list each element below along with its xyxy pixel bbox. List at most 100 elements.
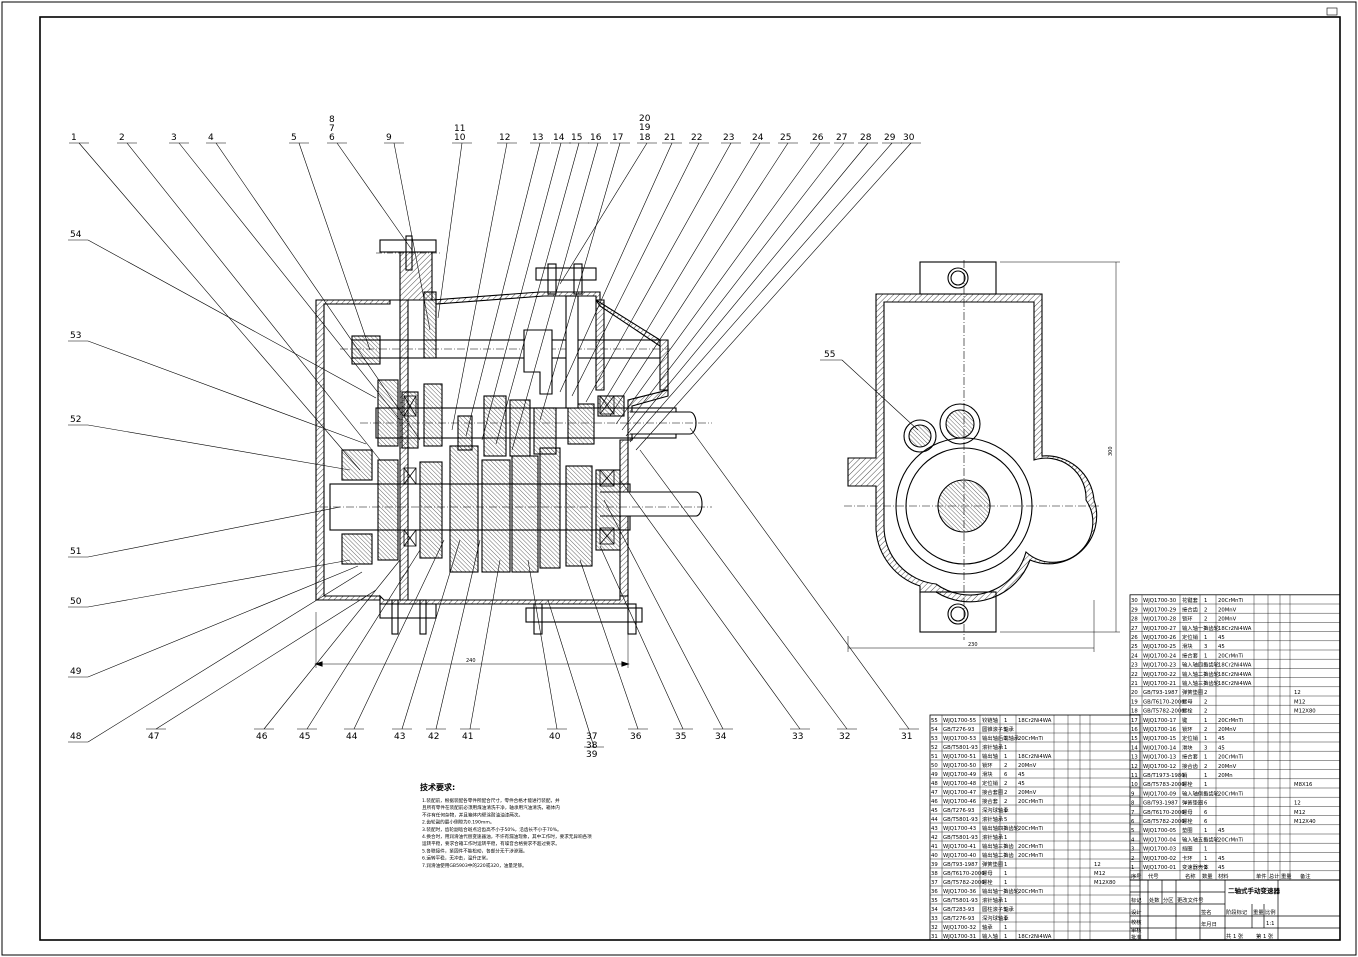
leader-line [539, 142, 621, 421]
part-balloon-15: 15 [571, 133, 582, 143]
bom-cell: 2 [1004, 799, 1007, 805]
part-balloon-3: 3 [171, 133, 177, 143]
bom-cell: 18 [1131, 709, 1138, 715]
bom-cell: WJQ1700-53 [943, 736, 976, 742]
part-balloon-1: 1 [71, 133, 77, 143]
bom-cell: 23 [1131, 663, 1138, 669]
bom-cell: 1 [1204, 663, 1207, 669]
leader-line [401, 539, 461, 730]
bom-cell: 50 [931, 763, 938, 769]
leader-line [87, 565, 359, 678]
technical-requirements: 技术要求: 1.装配前，根据装配各零件所配合尺寸，零件合格才能进行装配，并 且所… [420, 782, 592, 869]
bom-cell: GB/T276-93 [943, 916, 975, 922]
leader-line [87, 424, 351, 471]
leader-line [298, 142, 371, 351]
bom-cell: 18Cr2Ni4WA [1218, 672, 1252, 678]
leader-line [87, 239, 377, 399]
bom-cell: 接合套 [982, 797, 999, 805]
bom-cell: 花键套 [1182, 596, 1199, 604]
tech-line: 4.换合时，用润滑油代替变速器油，不许有漏油现象，其中工作时，要求无异响各项 [422, 833, 592, 840]
bom-cell: 45 [1218, 644, 1225, 650]
bom-cell: 输入轴五挡齿轮 [1182, 835, 1220, 843]
bom-cell: 输出轴 [982, 752, 998, 760]
bom-cell: WJQ1700-23 [1143, 663, 1176, 669]
bom-cell: 2 [1204, 617, 1207, 623]
inner-border [39, 16, 1341, 941]
part-balloon-29: 29 [884, 133, 896, 143]
tech-line: 且所有零件在装配前必须用煤油清洗干净，轴承用汽油清洗，箱体内 [422, 804, 560, 811]
part-balloon-13: 13 [532, 133, 543, 143]
title-block-date: 年月日 [1201, 920, 1217, 928]
bom-cell: 1 [1004, 808, 1007, 814]
bom-cell: WJQ1700-05 [1143, 828, 1176, 834]
bom-cell: 挡圈 [1182, 845, 1193, 853]
bom-cell: 18Cr2Ni4WA [1018, 718, 1052, 724]
title-block-weight: 重量 [1253, 908, 1264, 916]
leader-line [78, 142, 361, 471]
bom-cell: GB/T276-93 [943, 727, 975, 733]
bom-cell: WJQ1700-01 [1143, 865, 1176, 871]
bom-cell: 54 [931, 727, 938, 733]
leader-line [615, 142, 821, 425]
bom-cell: 2 [1004, 763, 1007, 769]
bom-cell: 18Cr2Ni4WA [1218, 681, 1252, 687]
bom-cell: 49 [931, 772, 938, 778]
leader-line [155, 589, 377, 730]
bom-cell: 45 [1218, 828, 1225, 834]
bom-cell: 20CrMnTi [1018, 889, 1043, 895]
leader-line [599, 142, 761, 409]
bom-cell: 20 [1131, 690, 1138, 696]
part-balloon-5: 5 [291, 133, 297, 143]
bom-cell: 接合套 [1182, 753, 1199, 761]
bom-cell: WJQ1700-32 [943, 925, 976, 931]
bom-header-cell: 重量 [1281, 872, 1292, 880]
part-balloon-32: 32 [839, 732, 850, 742]
bom-cell: 锁环 [982, 761, 993, 769]
bom-cell: 13 [1131, 755, 1138, 761]
bom-cell: 1 [1004, 736, 1007, 742]
bom-cell: GB/T5801-93 [943, 898, 978, 904]
bom-cell: 弹簧垫圈 [982, 860, 1003, 868]
bom-header-cell: 单件 [1256, 872, 1267, 880]
bom-cell: 3 [1204, 745, 1207, 751]
bom-cell: 1 [1204, 837, 1207, 843]
bom-cell: 1 [1004, 880, 1007, 886]
tech-line: 运转平稳，要求合箱工作时运转平稳，有噪音合格要求不超过要求。 [422, 840, 560, 847]
bom-cell: 20Mn [1218, 773, 1233, 779]
leader-line [126, 142, 381, 461]
bom-header-cell: 总计 [1269, 872, 1280, 880]
bom-cell: 28 [1131, 617, 1138, 623]
part-balloon-31: 31 [901, 732, 912, 742]
bom-cell: 2 [1204, 727, 1207, 733]
bom-cell: 1 [1204, 626, 1207, 632]
bom-cell: 轴承 [982, 923, 993, 931]
tech-line: 不许有任何杂物，并且箱体内壁涂耐油油漆两次。 [422, 811, 523, 818]
bom-cell: 1 [1004, 871, 1007, 877]
bom-cell: 圆柱滚子轴承 [982, 905, 1014, 913]
bom-cell: GB/T283-93 [943, 907, 975, 913]
part-balloon-33: 33 [792, 732, 803, 742]
leader-line [469, 559, 501, 730]
corner-mark [1326, 7, 1338, 16]
bom-cell: 1 [1204, 782, 1207, 788]
part-balloon-42: 42 [428, 732, 439, 742]
title-block-stage: 阶段标记 [1226, 908, 1248, 916]
part-balloon-48: 48 [70, 732, 82, 742]
